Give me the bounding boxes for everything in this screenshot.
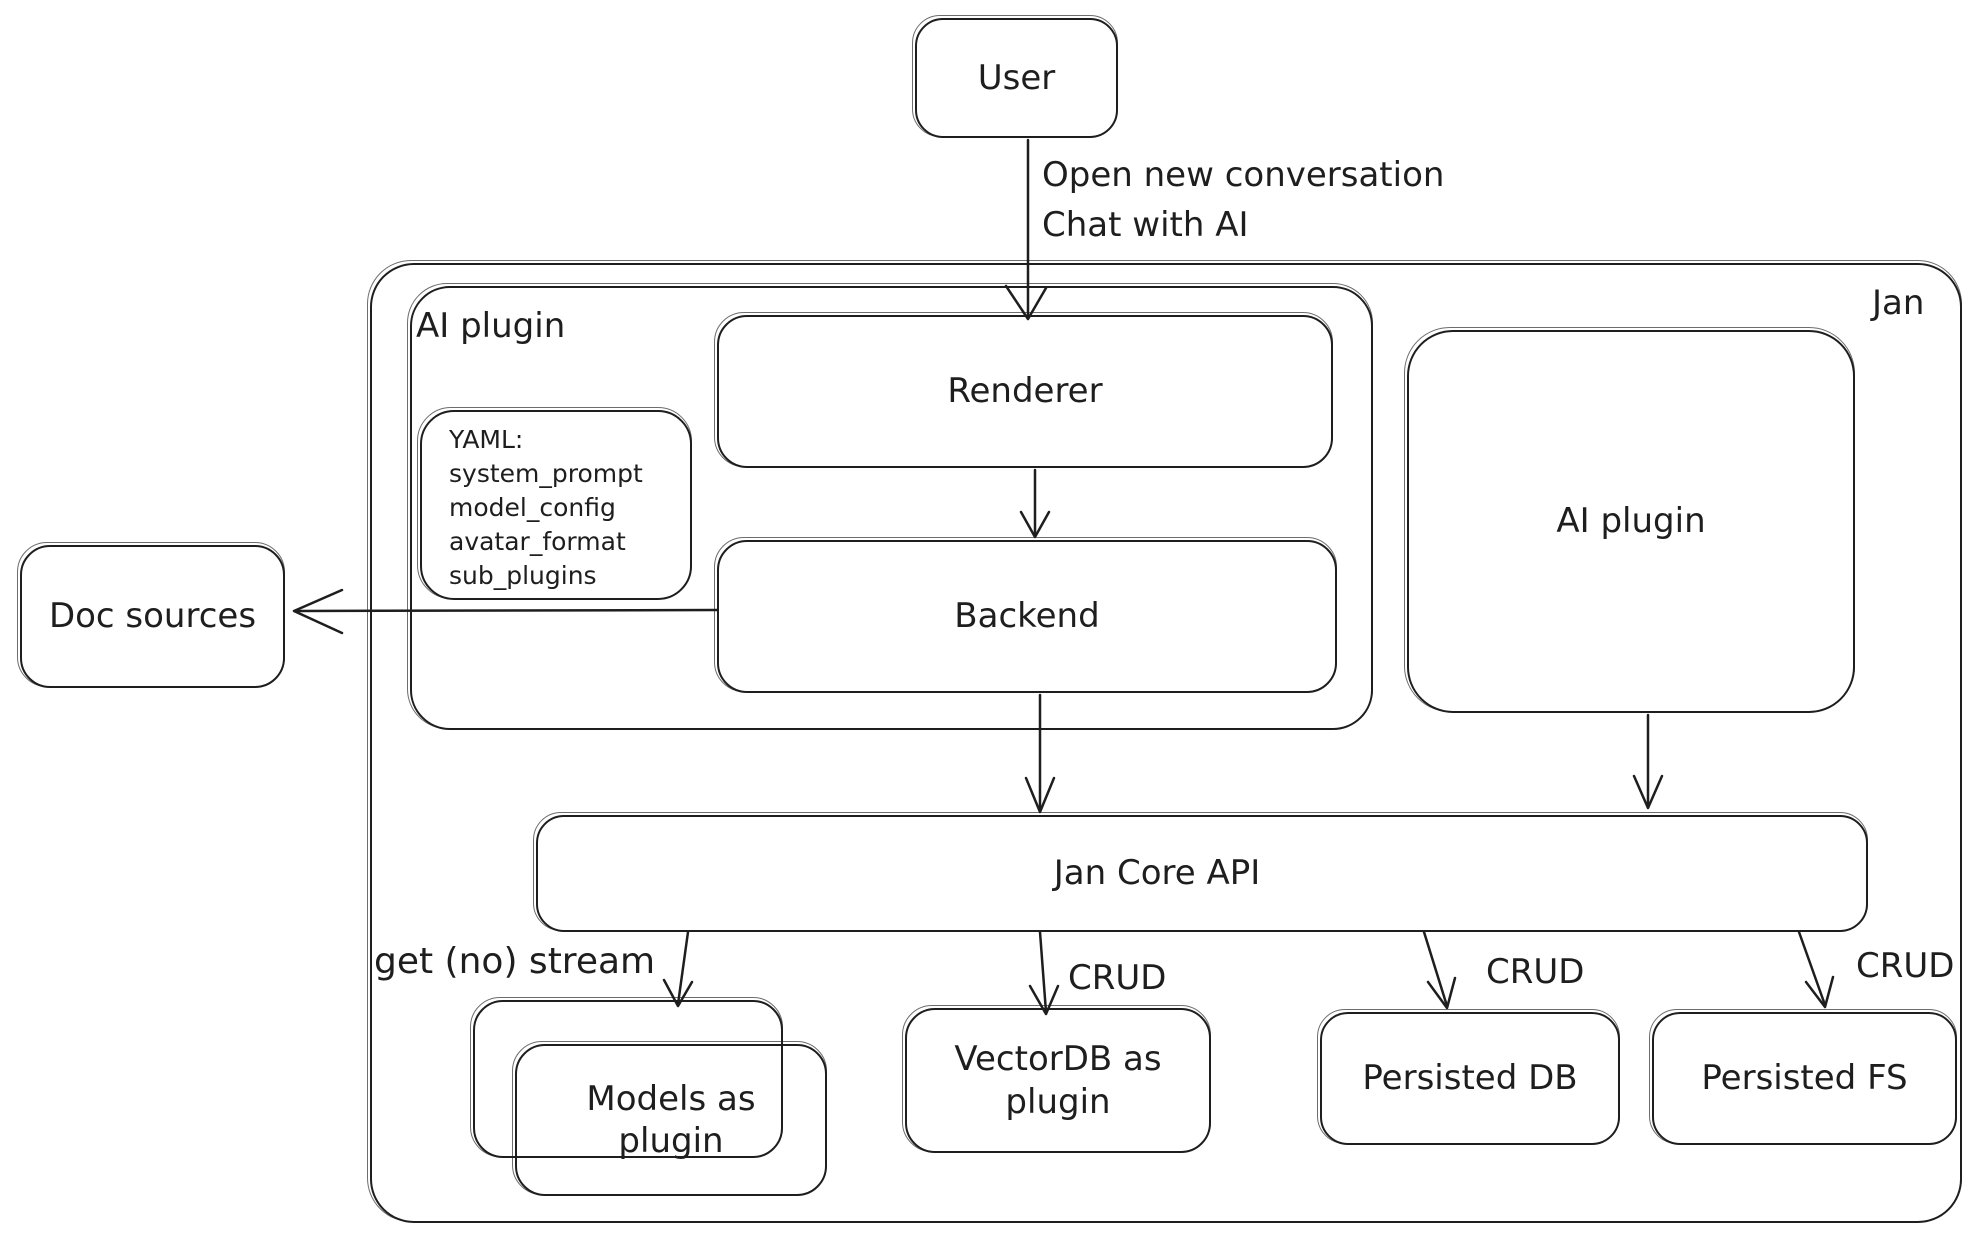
doc-sources-node-label: Doc sources [48,596,257,637]
persisted-fs-node-label: Persisted FS [1701,1058,1908,1099]
yaml-note-line: sub_plugins [449,561,597,590]
persisted-db-node: Persisted DB [1317,1009,1620,1145]
models-as-plugin-node: Models as plugin [512,1041,827,1196]
crud-edge-label-persisted-db: CRUD [1486,952,1585,992]
renderer-node: Renderer [714,312,1333,468]
yaml-note: YAML: system_prompt model_config avatar_… [417,407,692,600]
jan-core-api-node-label: Jan Core API [1053,853,1261,894]
yaml-note-line: system_prompt [449,459,643,488]
get-no-stream-edge-label: get (no) stream [374,941,656,982]
crud-edge-label-persisted-fs: CRUD [1856,946,1955,986]
yaml-note-line: model_config [449,493,616,522]
persisted-fs-node: Persisted FS [1649,1009,1957,1145]
yaml-note-line: YAML: [449,425,524,454]
ai-plugin-container-label: AI plugin [416,306,566,346]
backend-node: Backend [714,537,1337,693]
yaml-note-line: avatar_format [449,527,626,556]
user-flow-edge-label: Open new conversation Chat with AI [1042,150,1444,250]
ai-plugin-node: AI plugin [1404,327,1855,713]
ai-plugin-node-label: AI plugin [1556,501,1706,542]
doc-sources-node: Doc sources [17,542,285,688]
user-node-label: User [977,57,1056,98]
models-as-plugin-node-label: Models as plugin [586,1078,756,1162]
jan-container-label: Jan [1872,283,1925,323]
vectordb-as-plugin-node: VectorDB as plugin [902,1005,1211,1153]
backend-node-label: Backend [954,596,1100,637]
persisted-db-node-label: Persisted DB [1362,1058,1578,1099]
user-flow-edge-label-line2: Chat with AI [1042,205,1249,245]
user-flow-edge-label-line1: Open new conversation [1042,155,1445,195]
crud-edge-label-vectordb: CRUD [1068,958,1167,998]
user-node: User [912,15,1118,138]
jan-core-api-node: Jan Core API [533,812,1868,932]
renderer-node-label: Renderer [947,371,1103,412]
vectordb-as-plugin-node-label: VectorDB as plugin [954,1039,1162,1122]
